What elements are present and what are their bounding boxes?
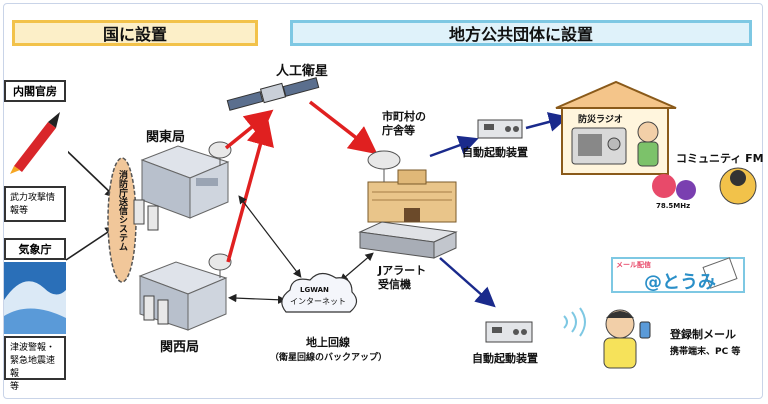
municipality-building-icon: [367, 150, 457, 223]
tsunami-line1: 津波警報・: [10, 343, 56, 353]
tsunami-icon: [4, 262, 66, 334]
mail-title-label: 登録制メール: [670, 328, 736, 341]
fm-logo-icon: [652, 174, 696, 200]
jalert-label: Jアラート 受信機: [378, 264, 426, 292]
auto-device-top-icon: [477, 119, 523, 139]
auto-device-bottom-icon: [485, 321, 533, 343]
arrow-device-to-house: [525, 112, 569, 132]
fdma-system-label: 消防庁送信システム: [117, 170, 127, 251]
cabinet-label: 内閣官房: [13, 85, 57, 98]
ground-line-title: 地上回線: [306, 336, 350, 349]
arrow-satellite-to-municipality: [308, 100, 378, 155]
kanto-station-icon: [140, 141, 232, 219]
auto-device-bottom-label: 自動起動装置: [472, 352, 538, 365]
arrow-municipality-to-device-top: [429, 135, 479, 158]
arrow-kansai-cloud: [228, 293, 287, 304]
signal-wave-icon: [571, 311, 577, 333]
municipality-line1: 市町村の: [382, 110, 426, 123]
tsunami-box: 津波警報・ 緊急地震速報 等: [4, 336, 66, 392]
arrow-kanto-cloud: [238, 195, 302, 278]
tsunami-line3: 等: [10, 382, 20, 392]
armed-attack-line2: 報等: [10, 206, 29, 216]
jma-label: 気象庁: [18, 243, 52, 256]
national-header: 国に設置: [12, 20, 258, 46]
jma-box: 気象庁: [4, 238, 66, 260]
mail-tag-label: メール配信: [616, 261, 651, 269]
armed-attack-box: 武力攻撃情 報等: [4, 186, 66, 222]
signal-wave-icon: [563, 315, 568, 329]
kanto-station-label: 関東局: [146, 130, 186, 145]
arrow-cloud-jalert: [339, 252, 374, 282]
kansai-station-label: 関西局: [160, 340, 200, 355]
person-listening-icon: [637, 121, 659, 167]
fm-frequency-label: 78.5MHz: [656, 202, 691, 210]
mail-logo-box: [611, 257, 745, 293]
ground-line-sub: （衛星回線のバックアップ）: [270, 353, 388, 363]
radio-icon: [571, 127, 627, 165]
signal-wave-icon: [579, 307, 586, 337]
mascot-icon: [719, 167, 757, 205]
jalert-line2: 受信機: [378, 278, 411, 291]
arrow-kansai-to-satellite: [226, 117, 274, 263]
community-fm-label: コミュニティ FM: [676, 152, 764, 165]
auto-device-top-label: 自動起動装置: [462, 146, 528, 159]
rocket-icon: [4, 104, 68, 184]
cloud-label-bottom: インターネット: [290, 297, 346, 306]
jalert-receiver-icon: [358, 221, 458, 259]
armed-attack-line1: 武力攻撃情: [10, 193, 56, 203]
satellite-label: 人工衛星: [276, 64, 329, 79]
local-header: 地方公共団体に設置: [290, 20, 752, 46]
arrow-jma-to-fdma: [65, 226, 117, 261]
jalert-line1: Jアラート: [378, 264, 427, 277]
arrow-cabinet-to-fdma: [65, 149, 117, 199]
arrow-jalert-to-device-bottom: [439, 257, 496, 308]
mail-logo-label: @とうみ: [644, 272, 716, 293]
tsunami-line2: 緊急地震速報: [10, 356, 56, 379]
municipality-line2: 庁舎等: [382, 124, 415, 137]
cloud-label-top: LGWAN: [300, 286, 329, 294]
cabinet-box: 内閣官房: [4, 80, 66, 102]
mail-sub-label: 携帯端末、PC 等: [670, 347, 741, 357]
lgwan-cloud-icon: [281, 272, 358, 313]
satellite-icon: [226, 77, 320, 111]
municipality-label: 市町村の 庁舎等: [382, 110, 426, 138]
radio-label: 防災ラジオ: [578, 115, 623, 125]
person-phone-icon: [603, 309, 651, 369]
